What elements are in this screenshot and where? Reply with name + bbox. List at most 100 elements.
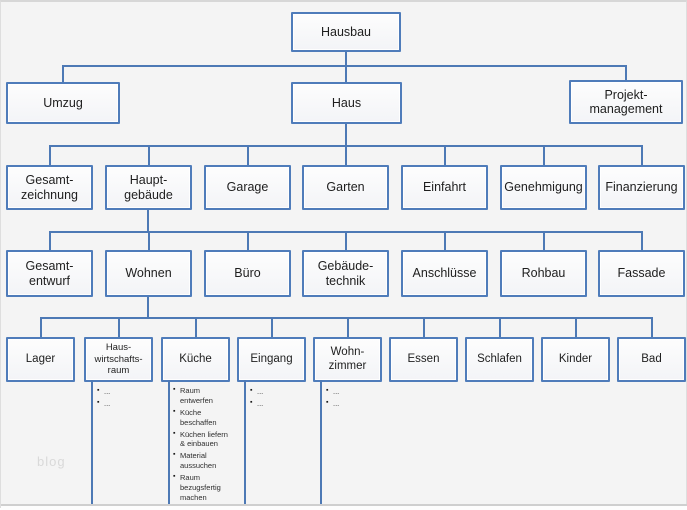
node-label: Haus- wirtschafts- raum — [94, 341, 143, 377]
connector-line — [247, 145, 249, 165]
node-label: Essen — [407, 352, 440, 365]
task-item: ... — [326, 398, 371, 409]
connector-line — [62, 65, 64, 82]
connector-line — [320, 380, 322, 504]
node-schlafen[interactable]: Schlafen — [465, 337, 534, 382]
task-list-kueche: Raum entwerfen Küche beschaffen Küchen l… — [173, 385, 231, 505]
connector-line — [347, 317, 349, 337]
node-label: Haupt- gebäude — [124, 173, 173, 202]
node-projektmanagement[interactable]: Projekt- management — [569, 80, 683, 124]
task-item: Raum entwerfen — [173, 385, 231, 406]
watermark: blog — [37, 454, 66, 469]
connector-line — [444, 231, 446, 250]
node-garage[interactable]: Garage — [204, 165, 291, 210]
node-label: Finanzierung — [605, 180, 678, 195]
connector-line — [118, 317, 120, 337]
task-item: ... — [250, 398, 295, 409]
node-label: Hausbau — [320, 24, 372, 39]
node-haupt-gebaeude[interactable]: Haupt- gebäude — [105, 165, 192, 210]
connector-line — [62, 65, 627, 67]
connector-line — [444, 145, 446, 165]
node-label: Wohn- zimmer — [328, 346, 367, 372]
connector-line — [148, 231, 150, 250]
connector-line — [345, 52, 347, 82]
node-label: Haus — [331, 95, 362, 110]
node-label: Einfahrt — [422, 180, 467, 195]
node-bad[interactable]: Bad — [617, 337, 686, 382]
connector-line — [244, 380, 246, 504]
node-label: Genehmigung — [504, 180, 583, 195]
task-item: ... — [97, 398, 147, 409]
connector-line — [147, 210, 149, 231]
node-gesamt-zeichnung[interactable]: Gesamt- zeichnung — [6, 165, 93, 210]
connector-line — [195, 317, 197, 337]
connector-line — [651, 317, 653, 337]
node-label: Gesamt- entwurf — [25, 259, 74, 288]
node-label: Garten — [326, 180, 365, 195]
node-label: Schlafen — [477, 352, 522, 365]
connector-line — [49, 145, 51, 165]
node-label: Umzug — [43, 95, 83, 110]
node-essen[interactable]: Essen — [389, 337, 458, 382]
connector-line — [168, 380, 170, 504]
node-label: Gesamt- zeichnung — [21, 173, 78, 202]
connector-line — [147, 297, 149, 317]
task-list-hauswirtschaftsraum: ... ... — [97, 386, 147, 411]
connector-line — [345, 124, 347, 145]
connector-line — [641, 145, 643, 165]
task-item: ... — [250, 386, 295, 397]
node-finanzierung[interactable]: Finanzierung — [598, 165, 685, 210]
bottom-divider — [1, 504, 687, 506]
connector-line — [625, 65, 627, 80]
node-lager[interactable]: Lager — [6, 337, 75, 382]
node-garten[interactable]: Garten — [302, 165, 389, 210]
node-gesamt-entwurf[interactable]: Gesamt- entwurf — [6, 250, 93, 297]
node-buero[interactable]: Büro — [204, 250, 291, 297]
connector-line — [543, 231, 545, 250]
node-label: Anschlüsse — [412, 266, 477, 281]
node-umzug[interactable]: Umzug — [6, 82, 120, 124]
node-label: Garage — [226, 180, 269, 195]
node-gebaeude-technik[interactable]: Gebäude- technik — [302, 250, 389, 297]
node-rohbau[interactable]: Rohbau — [500, 250, 587, 297]
node-label: Bad — [641, 352, 662, 365]
task-item: ... — [97, 386, 147, 397]
node-anschluesse[interactable]: Anschlüsse — [401, 250, 488, 297]
node-label: Eingang — [250, 352, 293, 365]
node-genehmigung[interactable]: Genehmigung — [500, 165, 587, 210]
connector-line — [49, 231, 51, 250]
node-label: Kinder — [558, 352, 593, 365]
node-wohnzimmer[interactable]: Wohn- zimmer — [313, 337, 382, 382]
node-label: Projekt- management — [589, 87, 663, 116]
connector-line — [543, 145, 545, 165]
connector-line — [575, 317, 577, 337]
connector-line — [345, 231, 347, 250]
node-haus[interactable]: Haus — [291, 82, 402, 124]
connector-line — [40, 317, 653, 319]
node-label: Büro — [234, 266, 261, 281]
connector-line — [40, 317, 42, 337]
connector-line — [247, 231, 249, 250]
connector-line — [271, 317, 273, 337]
node-einfahrt[interactable]: Einfahrt — [401, 165, 488, 210]
node-eingang[interactable]: Eingang — [237, 337, 306, 382]
connector-line — [91, 380, 93, 504]
task-item: Küchen liefern & einbauen — [173, 429, 231, 450]
task-list-eingang: ... ... — [250, 386, 295, 411]
task-item: Material aussuchen — [173, 450, 231, 471]
task-item: ... — [326, 386, 371, 397]
node-kinder[interactable]: Kinder — [541, 337, 610, 382]
connector-line — [641, 231, 643, 250]
connector-line — [148, 145, 150, 165]
node-hausbau[interactable]: Hausbau — [291, 12, 401, 52]
node-hauswirtschaftsraum[interactable]: Haus- wirtschafts- raum — [84, 337, 153, 382]
connector-line — [499, 317, 501, 337]
task-item: Küche beschaffen — [173, 407, 231, 428]
node-label: Rohbau — [521, 266, 566, 281]
task-item: Raum bezugsfertig machen — [173, 472, 231, 503]
node-wohnen[interactable]: Wohnen — [105, 250, 192, 297]
node-fassade[interactable]: Fassade — [598, 250, 685, 297]
node-kueche[interactable]: Küche — [161, 337, 230, 382]
node-label: Wohnen — [125, 266, 172, 281]
